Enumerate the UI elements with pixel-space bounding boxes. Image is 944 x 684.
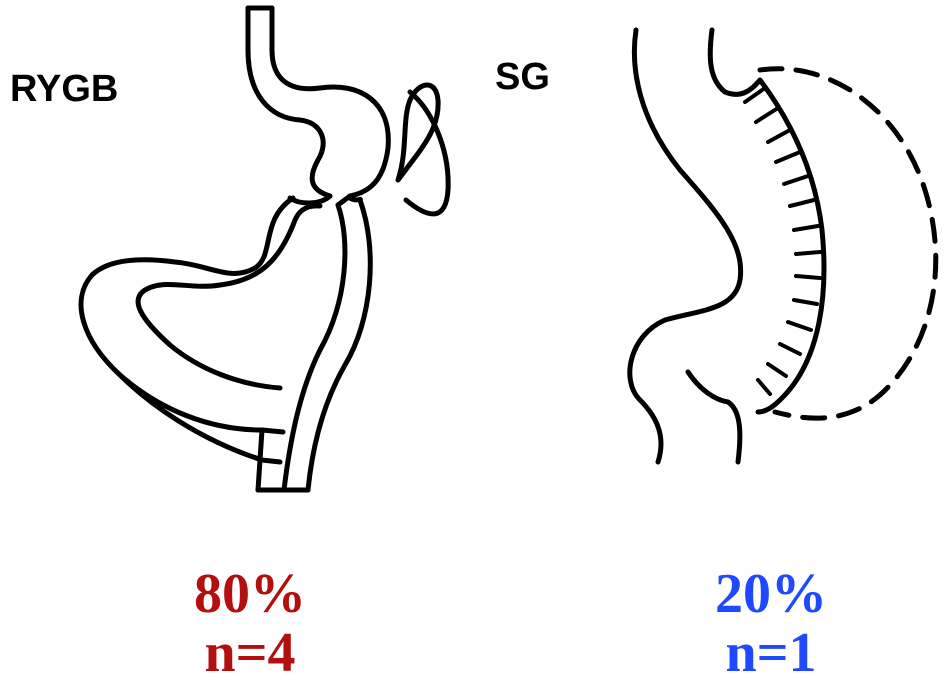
sleeve-gastrectomy-icon xyxy=(630,30,936,462)
sg-count: n=1 xyxy=(651,625,891,681)
sg-percent: 20% xyxy=(651,566,891,622)
roux-en-y-gastric-bypass-icon xyxy=(81,8,448,490)
rygb-percent: 80% xyxy=(130,566,370,622)
rygb-count: n=4 xyxy=(130,625,370,681)
